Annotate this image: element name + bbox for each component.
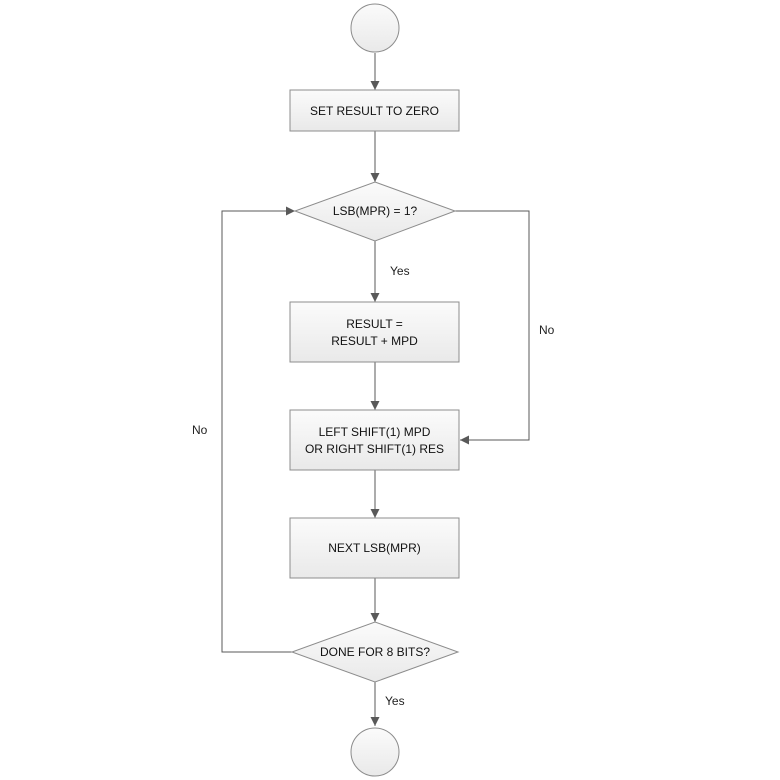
end-circle xyxy=(350,727,400,777)
start-node xyxy=(350,3,400,53)
start-circle xyxy=(350,3,400,53)
done-decision-label: DONE FOR 8 BITS? xyxy=(320,645,430,659)
edge-lsb-no-to-shift xyxy=(455,210,530,445)
edge-done-no-loop-back xyxy=(221,206,295,653)
done-decision: DONE FOR 8 BITS? xyxy=(290,621,460,683)
next-lsb-box: NEXT LSB(MPR) xyxy=(289,517,460,579)
set-result-zero-label: SET RESULT TO ZERO xyxy=(310,104,439,118)
edge-label-done-yes: Yes xyxy=(385,694,405,708)
shift-label-line1: LEFT SHIFT(1) MPD xyxy=(319,425,431,439)
add-mpd-box: RESULT = RESULT + MPD xyxy=(289,301,460,363)
edge-label-loop-no: No xyxy=(192,423,208,437)
add-mpd-label-line1: RESULT = xyxy=(346,317,403,331)
shift-label-line2: OR RIGHT SHIFT(1) RES xyxy=(305,442,444,456)
connectors xyxy=(221,53,530,726)
shift-box: LEFT SHIFT(1) MPD OR RIGHT SHIFT(1) RES xyxy=(289,409,460,471)
lsb-decision: LSB(MPR) = 1? xyxy=(293,181,457,242)
end-node xyxy=(350,727,400,777)
add-mpd-label-line2: RESULT + MPD xyxy=(331,334,418,348)
lsb-decision-label: LSB(MPR) = 1? xyxy=(333,204,418,218)
edge-label-lsb-yes: Yes xyxy=(390,264,410,278)
next-lsb-label: NEXT LSB(MPR) xyxy=(328,541,420,555)
set-result-zero-box: SET RESULT TO ZERO xyxy=(289,89,460,132)
edge-label-lsb-no: No xyxy=(539,323,555,337)
